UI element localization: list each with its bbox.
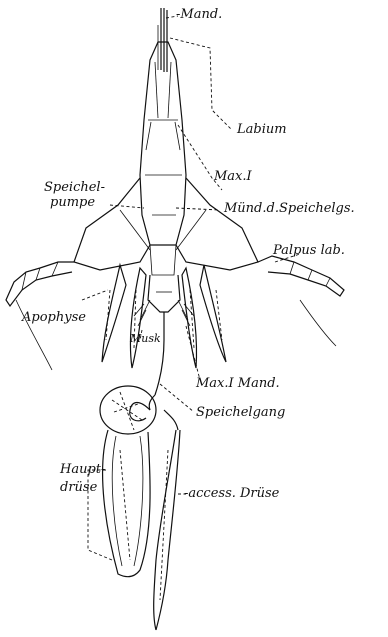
left-glands-drawing — [102, 265, 146, 368]
label-apophyse: Apophyse — [22, 311, 86, 325]
label-musk: Musk — [130, 332, 161, 346]
labium-drawing — [140, 42, 186, 245]
label-max-i-mand: Max.I Mand. — [196, 377, 280, 391]
right-palp-drawing — [258, 256, 344, 296]
main-gland-drawing — [100, 386, 156, 577]
label-mand: -Mand. — [176, 8, 222, 22]
label-access-druese: -access. Drüse — [184, 487, 279, 501]
left-palp-drawing — [6, 262, 74, 306]
label-hauptdruese-1: Haupt- — [60, 463, 105, 477]
label-speichelpumpe-1: Speichel- — [44, 181, 105, 195]
stylets-drawing — [158, 8, 167, 72]
label-speichelgang: Speichelgang — [196, 406, 285, 420]
label-labium: Labium — [237, 123, 287, 137]
salivary-pump-drawing — [134, 275, 194, 340]
label-muend-d-speichelgs: Münd.d.Speichelgs. — [224, 202, 355, 216]
accessory-gland-drawing — [154, 410, 180, 630]
label-max-i: Max.I — [214, 170, 252, 184]
right-glands-drawing — [182, 265, 226, 368]
label-palpus-lab: Palpus lab. — [273, 244, 345, 258]
label-hauptdruese-2: drüse — [60, 481, 97, 495]
label-speichelpumpe-2: pumpe — [50, 196, 95, 210]
